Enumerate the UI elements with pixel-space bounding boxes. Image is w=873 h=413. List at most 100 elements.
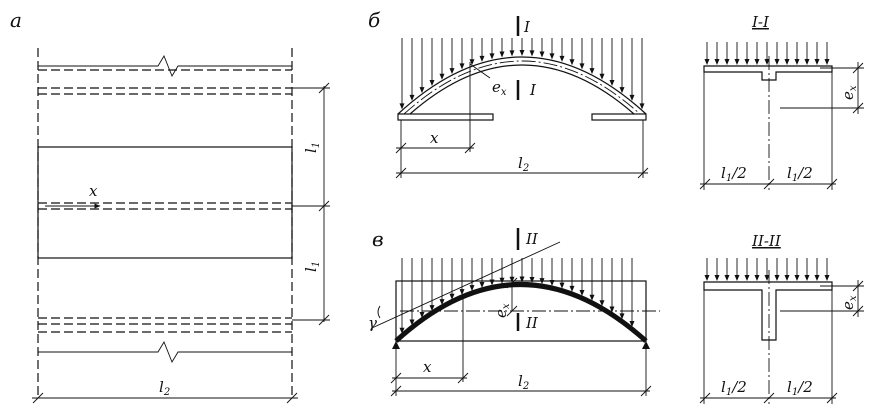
c-tick	[640, 385, 652, 397]
c-gamma-arc	[377, 305, 381, 319]
c-gamma-label: γ	[368, 314, 377, 332]
b-l2-label: l2	[518, 154, 529, 174]
load-arrowhead	[754, 59, 760, 65]
b-tick	[464, 142, 476, 154]
load-arrowhead	[804, 59, 810, 65]
load-arrowhead	[784, 59, 790, 65]
s2-right-label: l1/2	[787, 378, 813, 398]
load-arrowhead	[469, 59, 475, 66]
load-arrowhead	[744, 275, 750, 281]
load-arrowhead	[439, 73, 445, 80]
load-arrowhead	[824, 59, 830, 65]
plan-tick	[32, 392, 44, 404]
load-arrowhead	[714, 275, 720, 281]
load-arrowhead	[449, 68, 455, 75]
load-arrowhead	[419, 87, 425, 94]
plan-tick	[318, 200, 330, 212]
load-arrowhead	[429, 80, 435, 87]
panel-b-arch: б x l2 ex I I	[368, 8, 649, 179]
c-tick	[457, 372, 469, 384]
section-1-title: I-I	[751, 13, 770, 31]
right-support-plate	[591, 113, 647, 121]
s2-tick	[826, 392, 838, 404]
load-arrows-b	[399, 38, 645, 110]
load-arrowhead	[579, 63, 585, 70]
load-arrowhead	[774, 275, 780, 281]
arch-outer-curve	[397, 56, 647, 115]
load-arrowhead	[824, 275, 830, 281]
s1-tick	[826, 178, 838, 190]
load-arrowhead	[734, 275, 740, 281]
s1-left-label: l1/2	[721, 164, 747, 184]
plan-tick	[286, 392, 298, 404]
svg-text:l1: l1	[302, 142, 322, 153]
load-arrowhead	[549, 53, 555, 60]
s1-tick	[763, 178, 775, 190]
section-2-2: II-II l1/2 l1/2 ex	[699, 232, 864, 404]
c-tick	[390, 385, 402, 397]
shell-rectangle	[37, 146, 293, 259]
s1-tick	[699, 178, 711, 190]
load-arrowhead	[704, 59, 710, 65]
s2-ex-label: ex	[839, 295, 859, 310]
load-arrowhead	[559, 282, 565, 289]
load-arrowhead	[419, 311, 425, 318]
panel-c-letter: в	[372, 227, 384, 251]
s2-left-label: l1/2	[721, 378, 747, 398]
b-tick	[395, 142, 407, 154]
top-break-line	[38, 54, 292, 78]
load-arrowhead	[579, 289, 585, 296]
c-section-mark-top: II	[525, 230, 539, 248]
load-arrowhead	[764, 275, 770, 281]
c-tick	[390, 372, 402, 384]
c-l2-label: l2	[518, 372, 529, 392]
c-tick	[506, 305, 518, 317]
panel-b-letter: б	[368, 8, 381, 32]
svg-text:ex: ex	[492, 303, 512, 318]
plan-l2-label: l2	[159, 378, 170, 398]
load-arrowhead	[744, 59, 750, 65]
load-arrowhead	[519, 276, 525, 283]
load-arrows-s1	[704, 42, 830, 65]
load-arrowhead	[619, 87, 625, 94]
load-arrowhead	[794, 275, 800, 281]
load-arrowhead	[459, 289, 465, 296]
section-1-profile	[703, 65, 833, 81]
plan-tick	[318, 82, 330, 94]
load-arrowhead	[609, 80, 615, 87]
left-support-plate	[397, 113, 494, 121]
c-tangent-line	[371, 241, 561, 329]
panel-c-arch: в γ x l2 ex II II	[368, 227, 660, 397]
c-arch-thick-curve	[394, 282, 648, 343]
load-arrowhead	[409, 319, 415, 326]
b-ex-leader	[469, 63, 491, 79]
load-arrowhead	[774, 59, 780, 65]
s1-right-label: l1/2	[787, 164, 813, 184]
section-2-title: II-II	[751, 232, 782, 250]
load-arrowhead	[529, 276, 535, 283]
load-arrowhead	[439, 299, 445, 306]
load-arrowhead	[629, 321, 635, 328]
c-tick	[506, 277, 518, 289]
load-arrowhead	[589, 294, 595, 301]
load-arrowhead	[599, 300, 605, 307]
load-arrowhead	[754, 275, 760, 281]
load-arrowhead	[459, 63, 465, 70]
b-tick	[637, 167, 649, 179]
load-arrowhead	[724, 59, 730, 65]
load-arrowhead	[609, 306, 615, 313]
load-arrowhead	[489, 53, 495, 60]
section-1-1: I-I l1/2 l1/2 ex	[699, 13, 864, 190]
load-arrowhead	[599, 73, 605, 80]
load-arrowhead	[724, 275, 730, 281]
s2-tick	[699, 392, 711, 404]
s1-ex-label: ex	[839, 85, 859, 100]
load-arrowhead	[639, 103, 645, 110]
load-arrowhead	[509, 276, 515, 283]
section-2-profile	[703, 281, 833, 341]
load-arrowhead	[469, 285, 475, 292]
load-arrowhead	[764, 59, 770, 65]
load-arrowhead	[714, 59, 720, 65]
load-arrowhead	[509, 50, 515, 57]
